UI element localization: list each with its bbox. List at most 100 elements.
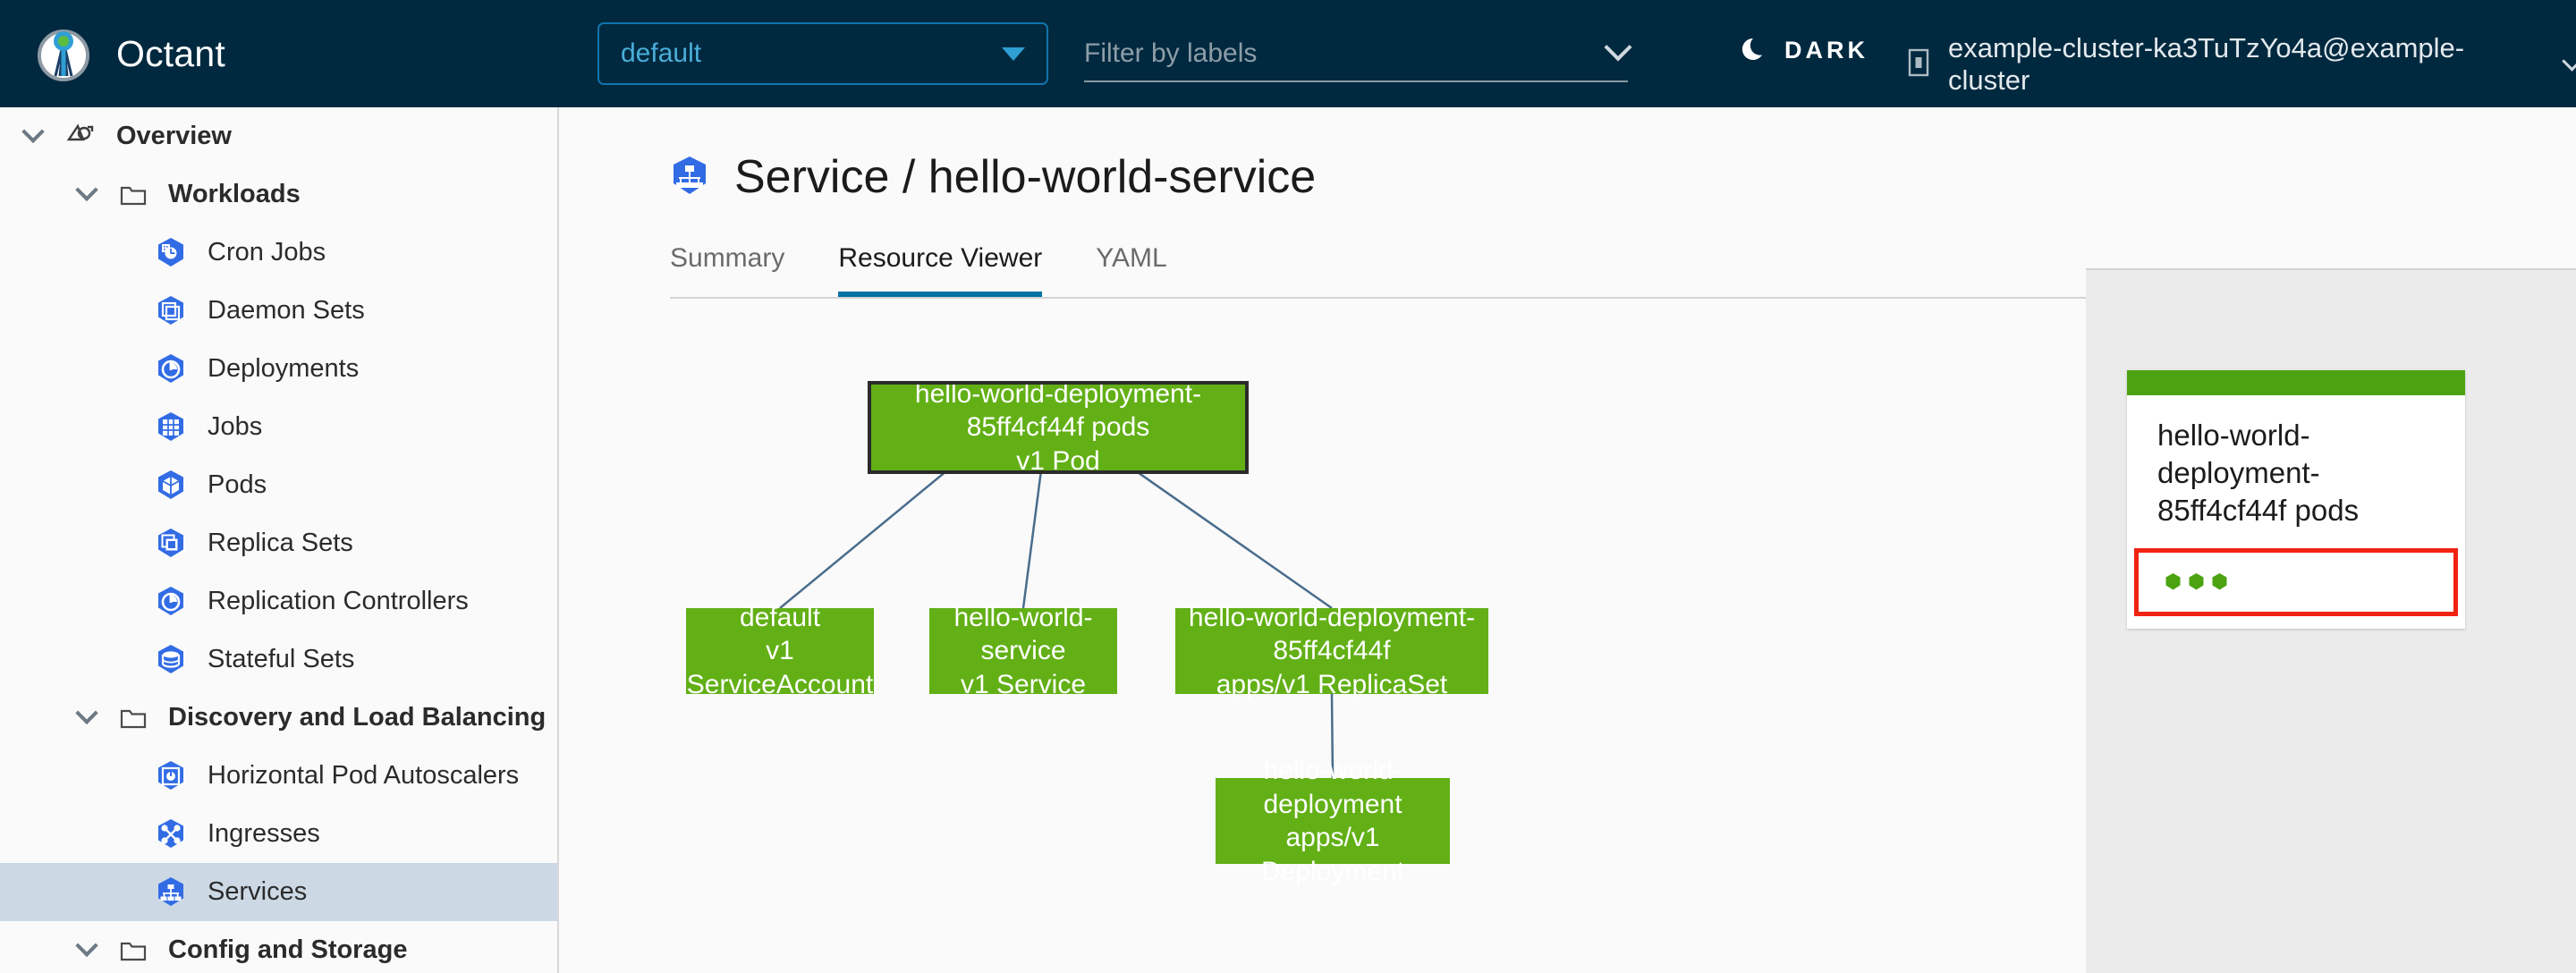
- sidebar-item-label: Workloads: [168, 180, 301, 208]
- sidebar-item-label: Cron Jobs: [208, 238, 326, 267]
- brand[interactable]: Octant: [34, 24, 225, 83]
- graph-edges: [779, 469, 1335, 779]
- cluster-name: example-cluster-ka3TuTzYo4a@example-clus…: [1948, 32, 2465, 96]
- sidebar-item-replica-sets[interactable]: Replica Sets: [0, 514, 557, 572]
- sidebar-item-ingresses[interactable]: Ingresses: [0, 805, 557, 863]
- sidebar-item-label: Stateful Sets: [208, 645, 355, 673]
- sidebar-item-replication-controllers[interactable]: Replication Controllers: [0, 572, 557, 630]
- sidebar-item-label: Overview: [116, 122, 232, 150]
- theme-toggle-label: DARK: [1784, 37, 1868, 63]
- graph-node-name: hello-world-service: [953, 602, 1093, 666]
- cluster-icon: [1905, 47, 1932, 82]
- sidebar-item-stateful-sets[interactable]: Stateful Sets: [0, 630, 557, 689]
- sidebar-item-config-and-storage[interactable]: Config and Storage: [0, 921, 557, 973]
- sidebar-item-label: Discovery and Load Balancing: [168, 703, 547, 732]
- k8s-cronjob-icon: [154, 236, 188, 270]
- pod-status-group[interactable]: [2134, 547, 2458, 616]
- card-title: hello-world-deployment-85ff4cf44f pods: [2157, 419, 2360, 528]
- k8s-deployment-icon: [154, 352, 188, 386]
- sidebar-item-label: Services: [208, 877, 308, 906]
- sidebar-item-label: Horizontal Pod Autoscalers: [208, 761, 520, 790]
- main-content: Service / hello-world-service Summary Res…: [561, 107, 2576, 973]
- brand-title: Octant: [116, 32, 225, 74]
- detail-panel: hello-world-deployment-85ff4cf44f pods: [2086, 268, 2576, 973]
- sidebar-item-horizontal-pod-autoscalers[interactable]: Horizontal Pod Autoscalers: [0, 747, 557, 805]
- caret-down-icon: [1002, 47, 1025, 61]
- sidebar-item-discovery-and-load-balancing[interactable]: Discovery and Load Balancing: [0, 689, 557, 747]
- cluster-select[interactable]: example-cluster-ka3TuTzYo4a@example-clus…: [1905, 32, 2576, 97]
- graph-node-name: default: [739, 602, 821, 632]
- moon-icon: [1741, 34, 1770, 67]
- k8s-service-icon: [154, 876, 188, 910]
- page-title: Service / hello-world-service: [668, 150, 2576, 204]
- label-filter-input[interactable]: Filter by labels: [1084, 27, 1632, 82]
- sidebar-item-cron-jobs[interactable]: Cron Jobs: [0, 224, 557, 282]
- sidebar-item-label: Ingresses: [208, 819, 320, 848]
- chevron-down-icon[interactable]: [21, 120, 45, 143]
- graph-node-kind: v1 Pod: [1016, 445, 1100, 476]
- sidebar-item-services[interactable]: Services: [0, 863, 557, 921]
- graph-node-name: hello-world-deployment: [1263, 756, 1402, 819]
- k8s-rc-icon: [154, 585, 188, 619]
- chevron-down-icon: [2562, 51, 2576, 72]
- k8s-job-icon: [154, 410, 188, 444]
- k8s-pod-icon: [154, 469, 188, 503]
- sidebar-item-overview[interactable]: Overview: [0, 107, 557, 165]
- page-title-text: Service / hello-world-service: [734, 151, 1317, 203]
- graph-node-kind: apps/v1 ReplicaSet: [1216, 669, 1448, 699]
- chevron-down-icon[interactable]: [75, 178, 98, 201]
- sidebar-item-workloads[interactable]: Workloads: [0, 165, 557, 224]
- pod-status-dot[interactable]: [2164, 572, 2182, 591]
- overview-icon: [64, 122, 97, 152]
- k8s-hpa-icon: [154, 759, 188, 793]
- sidebar-item-label: Replica Sets: [208, 529, 353, 557]
- sidebar-item-deployments[interactable]: Deployments: [0, 340, 557, 398]
- graph-node-labels: default v1 ServiceAccount: [687, 601, 873, 702]
- chevron-down-icon[interactable]: [75, 934, 98, 957]
- pod-status-dot[interactable]: [2187, 572, 2206, 591]
- k8s-replicaset-icon: [154, 527, 188, 561]
- card-status-bar: [2127, 370, 2465, 395]
- graph-node-name: hello-world-deployment-85ff4cf44f: [1188, 602, 1476, 666]
- sidebar-item-label: Daemon Sets: [208, 296, 365, 325]
- sidebar-item-label: Deployments: [208, 354, 360, 383]
- graph-node-kind: apps/v1 Deployment: [1260, 823, 1405, 886]
- sidebar-item-label: Config and Storage: [168, 935, 408, 964]
- k8s-service-icon: [668, 154, 711, 201]
- folder-icon: [118, 180, 148, 210]
- k8s-ingress-icon: [154, 817, 188, 851]
- label-filter-placeholder: Filter by labels: [1084, 38, 1258, 68]
- pod-detail-card[interactable]: hello-world-deployment-85ff4cf44f pods: [2127, 370, 2465, 629]
- graph-node-sa[interactable]: default v1 ServiceAccount: [686, 603, 874, 699]
- sidebar-item-jobs[interactable]: Jobs: [0, 398, 557, 456]
- tab-yaml[interactable]: YAML: [1096, 243, 1167, 273]
- tab-summary[interactable]: Summary: [670, 243, 785, 273]
- chevron-down-icon[interactable]: [1604, 33, 1632, 62]
- folder-icon: [118, 935, 148, 966]
- sidebar-item-label: Pods: [208, 470, 267, 499]
- octant-logo-icon: [34, 24, 93, 83]
- namespace-value: default: [621, 38, 702, 68]
- k8s-statefulset-icon: [154, 643, 188, 677]
- namespace-select[interactable]: default: [597, 22, 1048, 85]
- sidebar-item-daemon-sets[interactable]: Daemon Sets: [0, 282, 557, 340]
- sidebar-item-label: Jobs: [208, 412, 263, 441]
- sidebar-item-pods[interactable]: Pods: [0, 456, 557, 514]
- tab-bar[interactable]: Summary Resource Viewer YAML: [670, 243, 2465, 299]
- chevron-down-icon[interactable]: [75, 701, 98, 724]
- theme-toggle-button[interactable]: DARK: [1741, 34, 1868, 67]
- k8s-daemonset-icon: [154, 294, 188, 328]
- graph-node-kind: v1 ServiceAccount: [686, 636, 874, 699]
- pod-status-dot[interactable]: [2210, 572, 2229, 591]
- tab-resource-viewer[interactable]: Resource Viewer: [838, 243, 1043, 297]
